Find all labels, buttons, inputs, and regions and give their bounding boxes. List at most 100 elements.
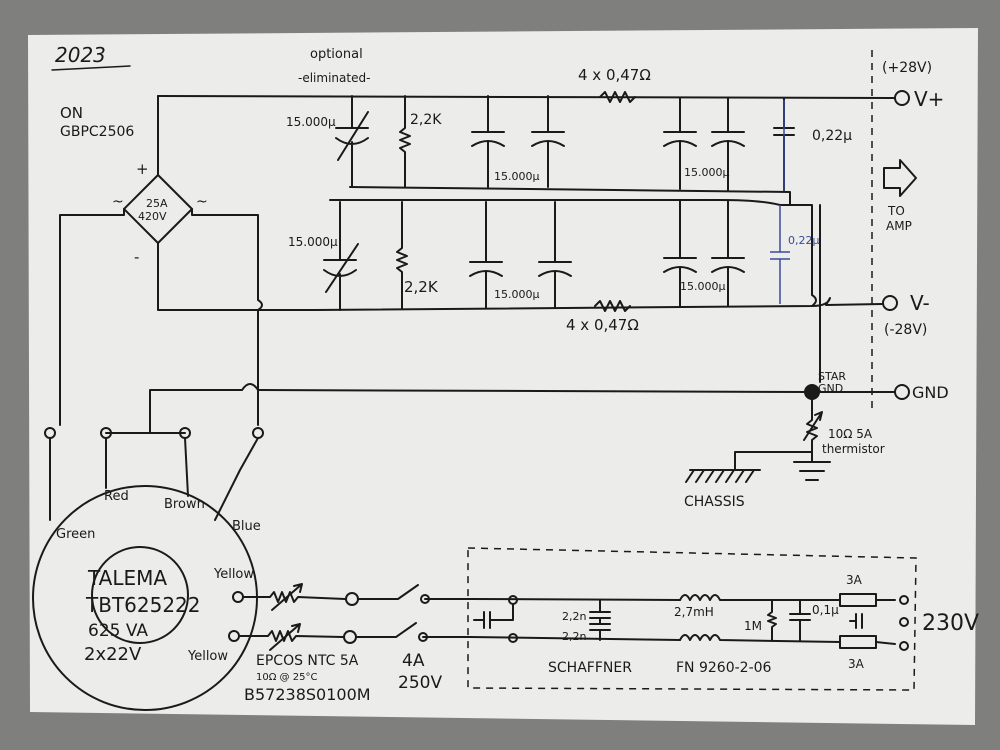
filter-line-bottom: [469, 636, 681, 641]
filter-cap-2-label: 2,2n: [562, 630, 586, 643]
filter-boundary: [467, 547, 917, 691]
star-ground-node: [804, 384, 820, 400]
filter-earth-cap-2: [849, 613, 863, 629]
filter-name-label: SCHAFFNER: [548, 660, 632, 676]
mains-terminal-l: [899, 595, 909, 605]
primary-line-2: [238, 630, 344, 642]
bridge-minus: -: [134, 248, 139, 266]
bridge-rating-2: 420V: [138, 210, 167, 223]
top-varistor-label: 15.000µ: [286, 115, 336, 129]
bottom-varistor-label: 15.000µ: [288, 235, 338, 249]
earth-symbol: [793, 461, 831, 481]
filter-earth-cap-1: [473, 603, 514, 629]
chassis-symbol: [685, 451, 813, 483]
paper-sheet: [28, 28, 978, 725]
bridge-label-1: ON: [60, 104, 83, 122]
star-gnd-label-1: STAR: [818, 370, 846, 383]
transformer-model: TBT625222: [85, 593, 201, 617]
wire-blue: [214, 437, 259, 521]
ground-crossover: [241, 383, 259, 391]
primary-line-1: [242, 591, 346, 603]
switch-1: [357, 584, 471, 600]
eliminated-note: -eliminated-: [298, 71, 370, 85]
ntc-label-1: EPCOS NTC 5A: [256, 653, 359, 669]
filter-inductor-top: [679, 594, 841, 601]
top-rail-wire: [157, 95, 896, 99]
filter-bleeder-label: 1M: [744, 619, 762, 633]
bottom-cap-pair-2: [663, 199, 745, 307]
top-series-resistor-label: 4 x 0,47Ω: [578, 66, 651, 84]
star-gnd-label-2: GND: [818, 382, 843, 395]
vminus-label: V-: [910, 291, 930, 315]
bottom-film-cap: [770, 205, 790, 304]
mains-voltage-label: 230V: [922, 611, 979, 636]
vminus-terminal: [882, 295, 898, 311]
filter-x-cap-label: 0,1µ: [812, 603, 839, 617]
bottom-film-cap-label: 0,22µ: [788, 234, 820, 247]
optional-note: optional: [310, 47, 363, 62]
wire-yellow-bottom-label: Yellow: [187, 649, 228, 664]
transformer-center: [91, 546, 189, 644]
wire-green-label: Green: [56, 527, 95, 542]
transformer-brand: TALEMA: [87, 566, 167, 590]
bottom-cap-pair-1: [469, 201, 572, 309]
gnd-terminal: [894, 384, 910, 400]
bottom-resistor-label: 2,2K: [404, 278, 439, 296]
transformer-power: 625 VA: [88, 621, 148, 641]
chassis-label: CHASSIS: [684, 494, 745, 510]
wire-red-brown: [105, 432, 189, 497]
bottom-cap-b-label: 15.000µ: [680, 280, 726, 293]
bridge-minus-lead: [157, 242, 316, 311]
top-resistor-label: 2,2K: [410, 112, 442, 128]
top-varistor: [335, 95, 369, 188]
top-rail-voltage: (+28V): [882, 60, 932, 76]
top-cap-b-label: 15.000µ: [684, 166, 730, 179]
bridge-rating-1: 25A: [146, 197, 168, 210]
bottom-series-resistor-label: 4 x 0,47Ω: [566, 316, 639, 334]
bottom-rail-output: [811, 297, 883, 307]
thermistor-label-1: 10Ω 5A: [828, 427, 873, 441]
bridge-ac-right-lead: [191, 208, 263, 426]
filter-x-cap: [789, 599, 811, 642]
ntc-2-arrow: [269, 623, 301, 651]
ground-wire: [257, 389, 813, 393]
gnd-label: GND: [912, 383, 949, 402]
mains-terminal-pe: [899, 617, 909, 627]
filter-fuse-bottom: [839, 635, 896, 649]
bridge-ac-left-lead: [59, 208, 125, 426]
switch-2-contact: [418, 632, 428, 642]
transformer-secondary: 2x22V: [84, 644, 142, 665]
bottom-bleeder-resistor: [396, 201, 408, 310]
top-return-bus: [349, 186, 791, 206]
bridge-plus: +: [136, 160, 149, 178]
vplus-label: V+: [914, 87, 944, 111]
filter-fuse-bottom-label: 3A: [848, 657, 865, 671]
to-amp-arrow: [883, 159, 917, 197]
filter-line-top: [469, 598, 681, 601]
thermistor-label-2: thermistor: [822, 442, 885, 456]
filter-cap-1-label: 2,2n: [562, 610, 586, 623]
ntc-1-arrow: [271, 583, 303, 611]
main-fuse-label-2: 250V: [398, 673, 442, 693]
top-cap-a-label: 15.000µ: [494, 170, 540, 183]
top-series-resistor: [599, 91, 636, 103]
bottom-varistor: [323, 227, 359, 311]
bridge-label-2: GBPC2506: [60, 124, 134, 140]
filter-y-caps: [589, 599, 611, 641]
top-film-cap-label: 0,22µ: [812, 128, 852, 144]
bottom-cap-a-label: 15.000µ: [494, 288, 540, 301]
ntc-label-2: 10Ω @ 25°C: [256, 672, 317, 683]
mains-terminal-n: [899, 641, 909, 651]
filter-fuse-top-label: 3A: [846, 573, 863, 587]
main-fuse-label-1: 4A: [402, 651, 425, 671]
bridge-ac-right: ~: [196, 194, 208, 210]
bridge-ac-left: ~: [112, 194, 124, 210]
to-amp-label-2: AMP: [886, 219, 912, 233]
bottom-rail-voltage: (-28V): [884, 322, 927, 338]
filter-bleeder: [767, 599, 777, 642]
ntc-label-3: B57238S0100M: [244, 685, 371, 704]
year-label: 2023: [55, 43, 106, 67]
to-amp-label-1: TO: [887, 204, 905, 218]
wire-red-label: Red: [104, 489, 129, 504]
ct-ground-lead: [149, 389, 243, 434]
